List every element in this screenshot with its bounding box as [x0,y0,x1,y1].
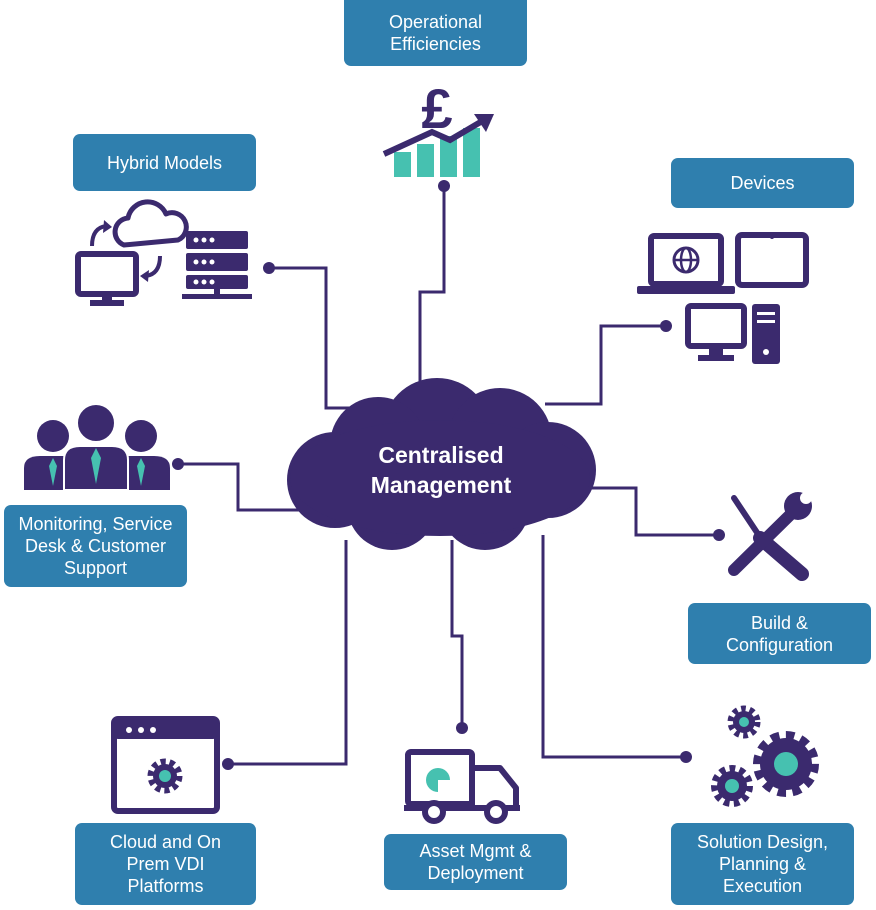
label-line: Prem VDI [126,854,205,874]
label-line: Execution [722,876,803,896]
connector-devices [545,324,666,406]
wrench-icon [728,480,816,576]
laptop-icon [637,233,735,294]
label-cloud-vdi: Cloud and On Prem VDI Platforms [75,823,256,905]
dot-build [713,529,725,541]
dot-cloud [222,758,234,770]
label-devices: Devices [671,158,854,208]
label-line: Build & [750,612,809,633]
connector-hybrid [269,266,370,410]
label-line: Deployment [427,863,524,883]
central-cloud-icon [287,378,596,550]
label-line: Cloud and On [109,832,222,852]
connector-monitoring [178,462,300,512]
label-monitoring: Monitoring, Service Desk & Customer Supp… [4,505,187,587]
label-build-configuration: Build & Configuration [688,603,871,664]
devices-icon [637,232,809,364]
cloud-outline-icon [112,199,189,248]
label-line: Platforms [127,876,204,896]
label-line: Solution Design, [696,832,829,852]
connector-cloud [228,540,348,766]
dot-hybrid [263,262,275,274]
cloud-server-sync-icon [75,199,252,306]
label-line: Configuration [725,634,834,655]
monitor-icon [75,251,139,306]
tablet-icon [735,232,809,288]
connector-build [585,486,719,537]
label-line: Efficiencies [390,34,481,54]
center-title-line-2: Management [370,472,512,498]
label-line: Desk & Customer [24,536,167,556]
person-center-icon [63,403,129,491]
dot-asset [456,722,468,734]
connector-dots [172,180,725,770]
label-hybrid-models: Hybrid Models [73,134,256,191]
gears-icon [711,705,819,807]
svg-text:£: £ [421,77,452,140]
desktop-icon [685,303,780,364]
browser-gear-icon [111,716,220,814]
label-line: Support [63,558,128,578]
connectors [178,186,719,766]
gear-icon [147,758,183,794]
dot-devices [660,320,672,332]
gear-small-bottom-icon [711,765,753,807]
connector-operational [418,186,446,390]
tools-icon [728,480,816,581]
connector-asset [450,540,464,728]
label-line: Devices [730,173,795,193]
center-title: Centralised Management [330,440,552,500]
dot-solution [680,751,692,763]
label-line: Asset Mgmt & [419,841,532,861]
connector-solution [541,535,686,759]
label-line: Hybrid Models [106,152,223,173]
label-line: Monitoring, Service [18,514,173,534]
center-title-line-1: Centralised [378,442,504,468]
dot-operational [438,180,450,192]
label-line: Planning & [718,854,807,874]
label-line: Operational [388,12,483,32]
gear-small-top-icon [727,705,761,739]
dot-monitoring [172,458,184,470]
support-team-icon [24,403,170,491]
delivery-truck-icon [404,749,520,824]
label-operational-efficiencies: Operational Efficiencies [344,0,527,66]
gear-large-icon [753,731,819,797]
pound-growth-chart-icon: £ [382,77,494,177]
server-rack-icon [182,231,252,299]
label-solution-design: Solution Design, Planning & Execution [671,823,854,905]
label-asset-mgmt: Asset Mgmt & Deployment [384,834,567,890]
sync-arrows-icon [90,220,162,282]
